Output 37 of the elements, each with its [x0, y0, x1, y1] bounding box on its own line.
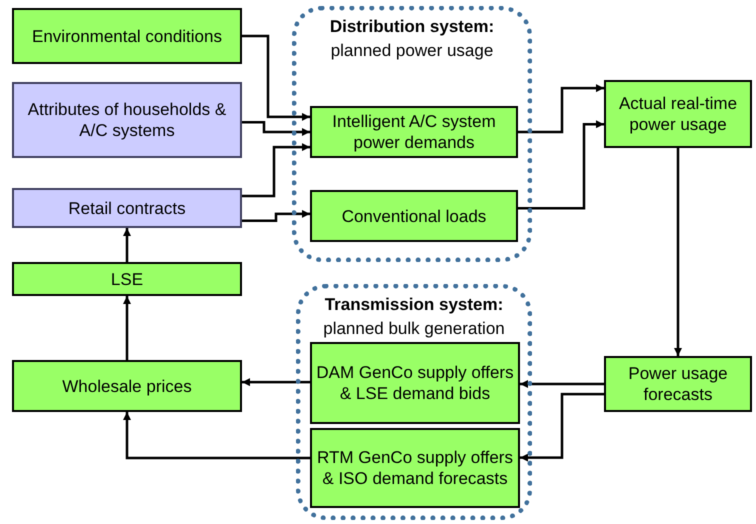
box-label: Retail contracts [68, 198, 186, 218]
group-subtitle: planned power usage [330, 40, 494, 62]
arrow [123, 228, 131, 262]
box-label: LSE [110, 268, 144, 290]
box-label: RTM GenCo supply offers & ISO demand forecasts [316, 447, 514, 489]
process-box [310, 190, 518, 242]
box-label: Intelligent A/C system power demands [331, 111, 497, 153]
process-box [12, 82, 242, 158]
process-box [12, 262, 242, 296]
process-box [604, 80, 752, 148]
group-subtitle: planned bulk generation [323, 318, 505, 340]
box-label: Power usage forecasts [627, 363, 729, 405]
group-heading: Distribution system: [330, 16, 494, 38]
arrow [520, 392, 604, 462]
system-group [296, 284, 532, 520]
box-label: Conventional loads [342, 206, 486, 226]
process-box [12, 188, 242, 228]
process-box [12, 360, 242, 412]
process-box [310, 106, 518, 158]
process-box [310, 428, 520, 508]
arrow [242, 34, 310, 121]
arrow [123, 296, 131, 360]
process-box [12, 8, 242, 64]
arrow [674, 148, 682, 356]
box-label: Wholesale prices [62, 376, 192, 396]
arrow [242, 210, 310, 222]
arrow [520, 380, 604, 388]
arrow [242, 143, 310, 198]
box-label: Actual real-time power usage [618, 93, 738, 135]
arrow [242, 121, 310, 136]
box-label: Attributes of households & A/C systems [26, 99, 228, 141]
group-heading: Transmission system: [324, 294, 504, 316]
box-label: DAM GenCo supply offers & LSE demand bids [316, 362, 514, 404]
system-group [292, 6, 532, 262]
process-box [310, 342, 520, 424]
process-box [604, 356, 752, 412]
box-label: Environmental conditions [32, 26, 222, 46]
